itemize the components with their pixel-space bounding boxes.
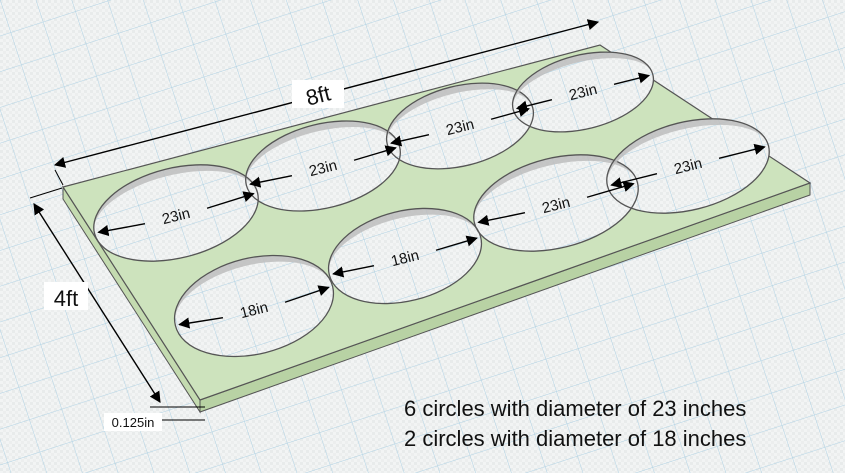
circle-diameter-label: 23in — [672, 155, 704, 178]
circle-diameter-label: 23in — [540, 194, 572, 217]
length-label: 8ft — [303, 80, 333, 110]
diameter-arrow — [515, 99, 553, 112]
diameter-arrow — [390, 134, 430, 147]
diameter-arrow — [178, 317, 224, 329]
diameter-arrow — [718, 143, 766, 159]
note-23in-circles: 6 circles with diameter of 23 inches — [404, 396, 747, 421]
width-extension-line — [29, 187, 63, 199]
cutout-wall — [174, 255, 333, 326]
dimension-lines: 8ft 4ft 0.125in — [29, 19, 600, 431]
circle-diameter-label: 23in — [307, 157, 339, 180]
width-dimension-line — [33, 203, 161, 403]
circle-diameter-label: 23in — [567, 81, 599, 104]
cutout-rim — [173, 254, 335, 358]
cutout-rim — [606, 118, 770, 214]
diameter-arrow — [284, 285, 330, 303]
circle-diameter-label: 23in — [444, 116, 476, 139]
diameter-arrow — [613, 72, 651, 85]
width-label-bg — [44, 282, 88, 310]
cutout-wall — [606, 118, 769, 187]
length-extension-line — [54, 169, 64, 186]
circle-diameter-label: 18in — [238, 299, 270, 322]
circle-cutout — [327, 207, 483, 305]
cutout-wall — [328, 208, 481, 275]
circle-cutout — [173, 254, 335, 358]
diameter-arrow — [206, 191, 255, 209]
diameter-arrow — [332, 265, 375, 278]
diameter-arrow — [477, 212, 526, 226]
diameter-arrow — [97, 223, 146, 237]
diameter-arrow — [249, 175, 293, 188]
cutout-wall — [473, 154, 638, 224]
diameter-arrow — [353, 145, 397, 161]
diameter-arrow — [586, 181, 635, 198]
thickness-label-bg — [104, 413, 162, 431]
circle-labels: 23in 23in 23in 23in 18in 18in 23in 23in — [97, 72, 766, 329]
cutout-wall — [93, 164, 258, 234]
circle-diameter-label: 23in — [160, 205, 192, 228]
diameter-arrow — [610, 173, 658, 189]
cutout-rim — [327, 207, 483, 305]
diameter-arrow — [435, 235, 478, 251]
note-18in-circles: 2 circles with diameter of 18 inches — [404, 426, 747, 451]
circle-cutout — [606, 118, 770, 214]
width-label: 4ft — [54, 286, 78, 311]
circle-diameter-label: 18in — [389, 247, 421, 270]
length-label-bg — [292, 80, 344, 108]
thickness-label: 0.125in — [112, 415, 155, 430]
